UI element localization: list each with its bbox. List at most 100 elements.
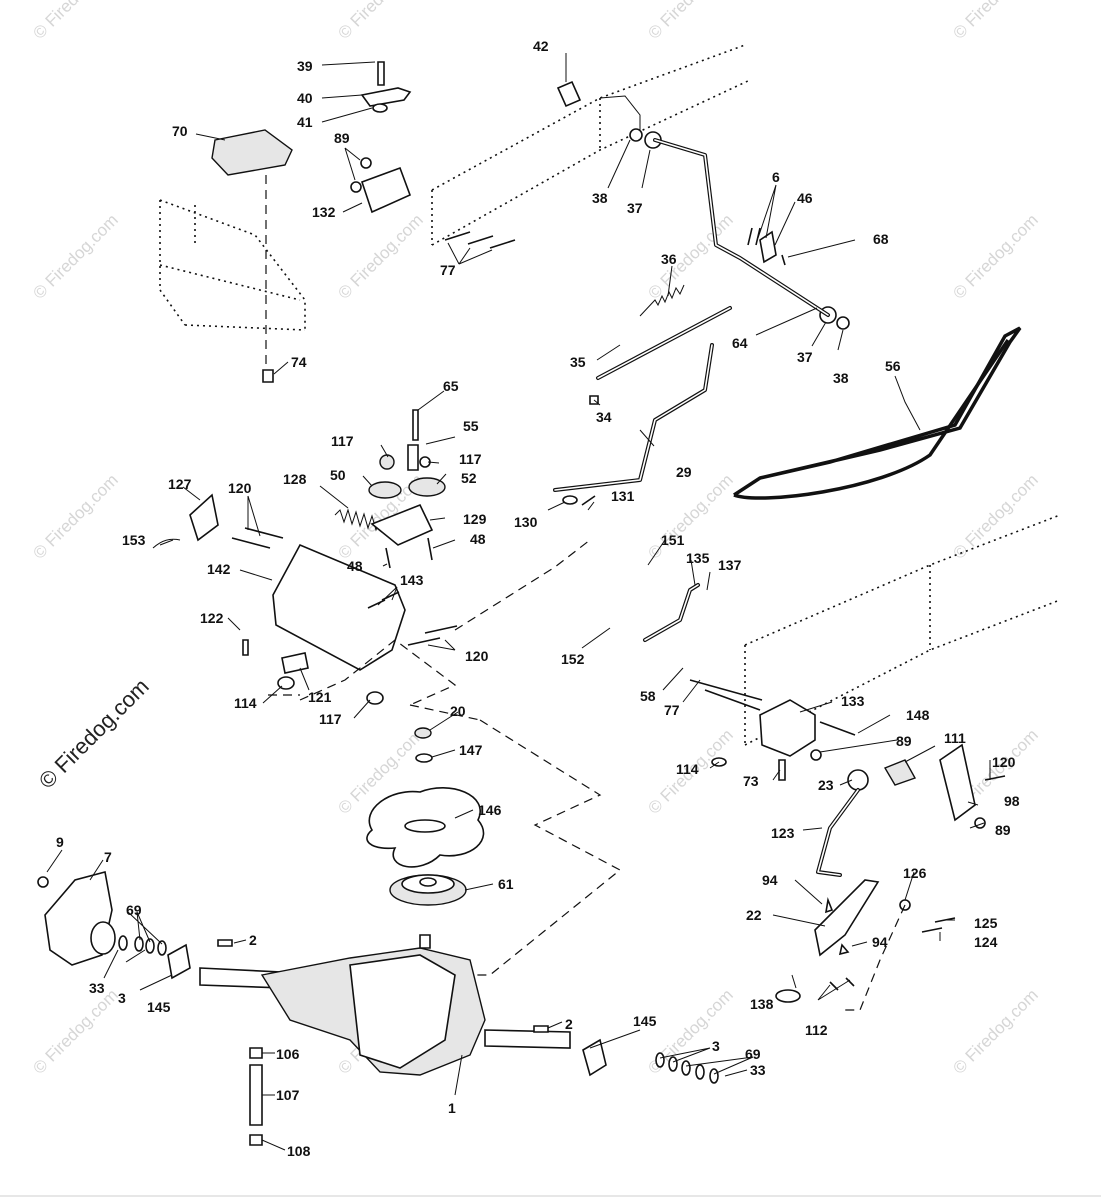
callout-148: 148	[906, 707, 930, 723]
callout-124: 124	[974, 934, 998, 950]
callout-74: 74	[291, 354, 307, 370]
callout-69: 69	[745, 1046, 761, 1062]
watermark: © Firedog.com	[29, 210, 121, 302]
callout-133: 133	[841, 693, 865, 709]
callout-48: 48	[470, 531, 486, 547]
callout-152: 152	[561, 651, 585, 667]
callout-143: 143	[400, 572, 424, 588]
callout-142: 142	[207, 561, 231, 577]
watermark: © Firedog.com	[644, 0, 736, 43]
watermark: © Firedog.com	[949, 0, 1041, 43]
callout-127: 127	[168, 476, 192, 492]
callout-9: 9	[56, 834, 64, 850]
callout-126: 126	[903, 865, 927, 881]
pulley-stack	[366, 727, 485, 906]
callout-117: 117	[459, 451, 482, 467]
callout-89: 89	[334, 130, 350, 146]
callout-7: 7	[104, 849, 112, 865]
callout-131: 131	[611, 488, 635, 504]
callout-77: 77	[664, 702, 680, 718]
callout-42: 42	[533, 38, 549, 54]
callout-89: 89	[995, 822, 1011, 838]
callout-107: 107	[276, 1087, 300, 1103]
callout-94: 94	[762, 872, 778, 888]
callout-94: 94	[872, 934, 888, 950]
callout-98: 98	[1004, 793, 1020, 809]
callout-37: 37	[797, 349, 813, 365]
watermark: © Firedog.com	[334, 0, 426, 43]
callout-68: 68	[873, 231, 889, 247]
callout-145: 145	[147, 999, 171, 1015]
callout-108: 108	[287, 1143, 311, 1159]
callout-120: 120	[992, 754, 1016, 770]
drive-belt	[733, 326, 1022, 500]
watermark-main: © Firedog.com	[34, 674, 154, 794]
callout-153: 153	[122, 532, 146, 548]
callouts: 39 40 41 42 70 89 132 77 38 37 6 46 68 3…	[56, 38, 1020, 1159]
callout-129: 129	[463, 511, 487, 527]
watermark: © Firedog.com	[949, 985, 1041, 1077]
callout-37: 37	[627, 200, 643, 216]
watermark: © Firedog.com	[29, 0, 121, 43]
watermark: © Firedog.com	[644, 470, 736, 562]
callout-121: 121	[308, 689, 332, 705]
callout-48: 48	[347, 558, 363, 574]
callout-6: 6	[772, 169, 780, 185]
watermark: © Firedog.com	[644, 210, 736, 302]
callout-3: 3	[118, 990, 126, 1006]
callout-33: 33	[750, 1062, 766, 1078]
callout-61: 61	[498, 876, 514, 892]
callout-36: 36	[661, 251, 677, 267]
callout-132: 132	[312, 204, 336, 220]
callout-146: 146	[478, 802, 502, 818]
right-frame	[744, 514, 1061, 746]
callout-56: 56	[885, 358, 901, 374]
fender-outline	[159, 199, 306, 331]
watermark-grid: © Firedog.com © Firedog.com © Firedog.co…	[29, 0, 1041, 1078]
callout-117: 117	[331, 433, 354, 449]
callout-50: 50	[330, 467, 346, 483]
callout-120: 120	[228, 480, 252, 496]
callout-58: 58	[640, 688, 656, 704]
leader-lines	[46, 53, 991, 1151]
callout-39: 39	[297, 58, 313, 74]
callout-22: 22	[746, 907, 762, 923]
callout-41: 41	[297, 114, 313, 130]
watermark: © Firedog.com	[949, 210, 1041, 302]
callout-120: 120	[465, 648, 489, 664]
callout-128: 128	[283, 471, 307, 487]
callout-65: 65	[443, 378, 459, 394]
callout-73: 73	[743, 773, 759, 789]
watermark: © Firedog.com	[949, 470, 1041, 562]
callout-35: 35	[570, 354, 586, 370]
callout-46: 46	[797, 190, 813, 206]
callout-23: 23	[818, 777, 834, 793]
watermark: © Firedog.com	[334, 210, 426, 302]
callout-137: 137	[718, 557, 742, 573]
watermark: © Firedog.com	[29, 985, 121, 1077]
callout-106: 106	[276, 1046, 300, 1062]
callout-147: 147	[459, 742, 483, 758]
transaxle	[37, 871, 719, 1146]
callout-64: 64	[732, 335, 748, 351]
callout-130: 130	[514, 514, 538, 530]
callout-112: 112	[805, 1022, 828, 1038]
callout-117: 117	[319, 711, 342, 727]
callout-151: 151	[661, 532, 685, 548]
upper-frame	[431, 44, 751, 246]
callout-123: 123	[771, 825, 795, 841]
callout-52: 52	[461, 470, 477, 486]
bracket-assembly	[152, 409, 458, 705]
callout-40: 40	[297, 90, 313, 106]
callout-70: 70	[172, 123, 188, 139]
callout-114: 114	[234, 695, 257, 711]
callout-125: 125	[974, 915, 998, 931]
callout-122: 122	[200, 610, 224, 626]
callout-77: 77	[440, 262, 456, 278]
shift-assembly	[689, 679, 1006, 1011]
callout-33: 33	[89, 980, 105, 996]
callout-3: 3	[712, 1038, 720, 1054]
routing-lines	[268, 539, 622, 976]
callout-145: 145	[633, 1013, 657, 1029]
